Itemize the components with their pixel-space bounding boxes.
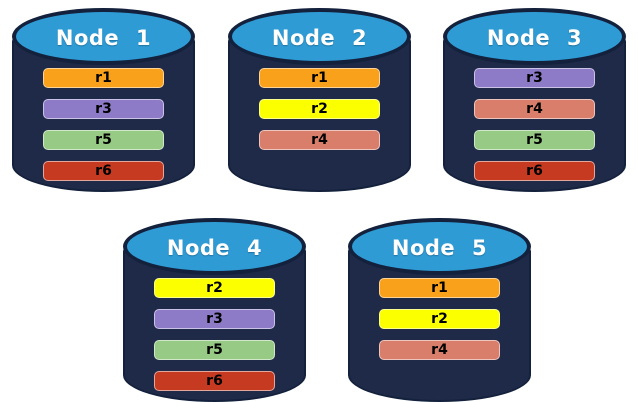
replica-list: r1 r2 r4 [259, 68, 380, 150]
replica-bar: r5 [154, 340, 275, 360]
replica-bar: r4 [379, 340, 500, 360]
node-cylinder-4: Node 4 r2 r3 r5 r6 [123, 218, 306, 402]
replica-bar: r5 [43, 130, 164, 150]
node-title: Node 1 [55, 25, 152, 50]
cylinder-top: Node 3 [443, 8, 626, 65]
node-title: Node 3 [486, 25, 583, 50]
replica-bar: r2 [379, 309, 500, 329]
replica-bar: r2 [154, 278, 275, 298]
replica-list: r2 r3 r5 r6 [154, 278, 275, 391]
replica-bar: r5 [474, 130, 595, 150]
replica-list: r1 r3 r5 r6 [43, 68, 164, 181]
node-title: Node 4 [166, 235, 263, 260]
replica-bar: r4 [474, 99, 595, 119]
cylinder-top: Node 1 [12, 8, 195, 65]
node-cylinder-3: Node 3 r3 r4 r5 r6 [443, 8, 626, 192]
replica-bar: r1 [43, 68, 164, 88]
node-cylinder-2: Node 2 r1 r2 r4 [228, 8, 411, 192]
replica-bar: r1 [379, 278, 500, 298]
node-title: Node 5 [391, 235, 488, 260]
node-title: Node 2 [271, 25, 368, 50]
replica-bar: r6 [43, 161, 164, 181]
replica-bar: r4 [259, 130, 380, 150]
replica-bar: r3 [474, 68, 595, 88]
replica-bar: r3 [43, 99, 164, 119]
replica-bar: r3 [154, 309, 275, 329]
replica-list: r3 r4 r5 r6 [474, 68, 595, 181]
replica-list: r1 r2 r4 [379, 278, 500, 360]
cylinder-top: Node 4 [123, 218, 306, 275]
node-cylinder-1: Node 1 r1 r3 r5 r6 [12, 8, 195, 192]
replica-bar: r1 [259, 68, 380, 88]
replica-bar: r6 [474, 161, 595, 181]
replica-bar: r6 [154, 371, 275, 391]
replica-bar: r2 [259, 99, 380, 119]
node-cylinder-5: Node 5 r1 r2 r4 [348, 218, 531, 402]
cylinder-top: Node 2 [228, 8, 411, 65]
cylinder-top: Node 5 [348, 218, 531, 275]
